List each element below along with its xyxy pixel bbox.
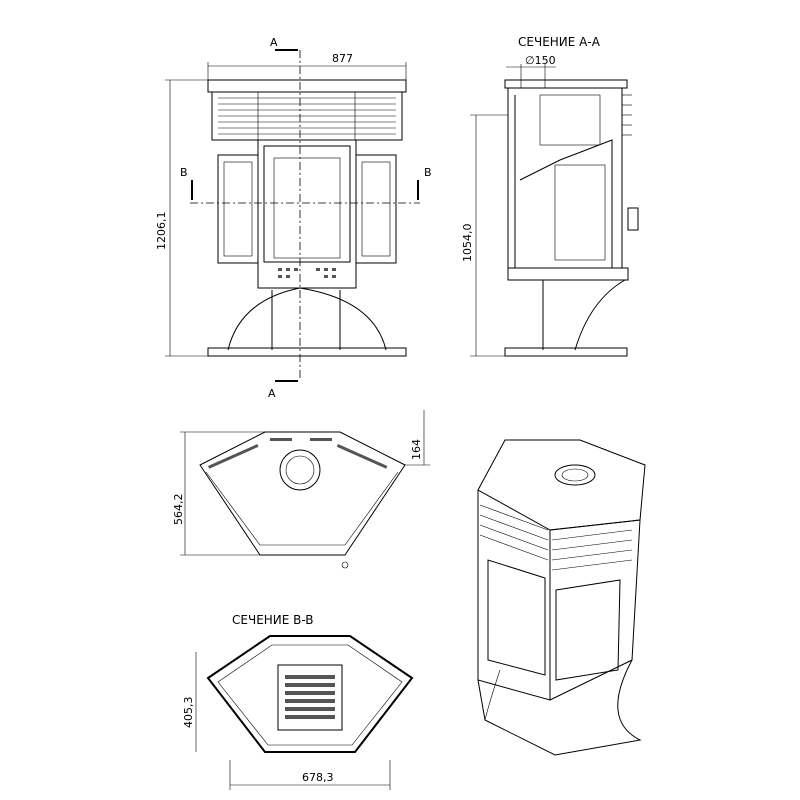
flue-diameter-dimension: ∅150 [525, 54, 556, 67]
section-aa-title: СЕЧЕНИЕ А-А [518, 35, 601, 49]
section-bb-width-dimension: 678,3 [302, 771, 334, 784]
section-aa-view [470, 64, 639, 357]
top-view-offset-dimension: 164 [410, 439, 423, 460]
section-mark-a-top: A [270, 36, 278, 49]
top-view-depth-dimension: 564,2 [172, 494, 185, 526]
section-bb-view [195, 635, 414, 790]
section-bb-title: СЕЧЕНИЕ B-B [232, 613, 314, 627]
section-mark-a-bottom: A [268, 387, 276, 400]
height-dimension: 1206,1 [155, 212, 168, 251]
width-dimension: 877 [332, 52, 353, 65]
front-view [165, 49, 420, 382]
section-bb-depth-dimension: 405,3 [182, 697, 195, 729]
isometric-view [477, 439, 646, 756]
section-mark-b-right: B [424, 166, 432, 179]
section-mark-b-left: B [180, 166, 188, 179]
section-aa-height-dimension: 1054,0 [461, 224, 474, 263]
top-view [180, 410, 430, 569]
